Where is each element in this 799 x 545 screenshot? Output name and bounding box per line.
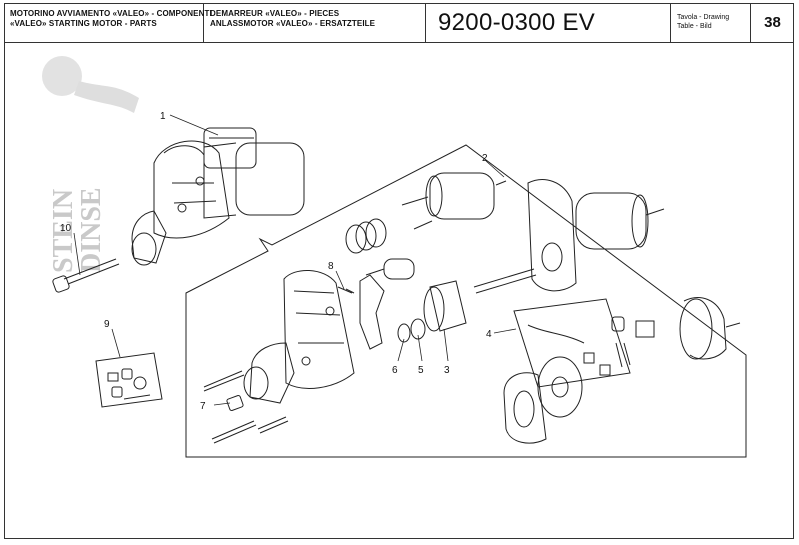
- drawing-code: 9200-0300 EV: [438, 9, 596, 36]
- plunger-springs: [345, 218, 387, 254]
- armature: [473, 268, 537, 294]
- parts-kit: [95, 352, 163, 408]
- brush-holder-kit: [513, 298, 655, 388]
- motor-yoke: [527, 179, 665, 292]
- callout-10: 10: [60, 223, 72, 234]
- drive-end-housing: [243, 269, 355, 404]
- exploded-parts-drawing: STEIN DINSE: [42, 56, 747, 458]
- stamp-watermark: STEIN DINSE: [42, 56, 139, 273]
- assembled-starter-motor: [131, 127, 305, 266]
- title-block: MOTORINO AVVIAMENTO «VALEO» - COMPONENTI…: [4, 3, 794, 43]
- callout-7: 7: [200, 401, 206, 412]
- callout-3: 3: [444, 365, 450, 376]
- page-number-cell: 38: [751, 3, 794, 42]
- shift-fork: [337, 274, 385, 350]
- callout-8: 8: [328, 261, 334, 272]
- leader-lines: [73, 114, 517, 406]
- title-english: «VALEO» STARTING MOTOR - PARTS: [10, 19, 157, 28]
- title-cell-french-german: DEMARREUR «VALEO» - PIECES ANLASSMOTOR «…: [204, 3, 426, 42]
- solenoid-plunger: [365, 258, 415, 280]
- end-cover: [503, 372, 547, 444]
- page-frame: [4, 3, 794, 539]
- drive-end-cap: [679, 297, 741, 360]
- table-label-cell: Tavola - Drawing Table - Bild: [671, 3, 751, 42]
- callout-9: 9: [104, 319, 110, 330]
- callout-4: 4: [486, 329, 492, 340]
- page-number: 38: [764, 14, 781, 31]
- callout-1: 1: [160, 111, 166, 122]
- exploded-view-frame: [185, 144, 747, 458]
- callout-2: 2: [482, 153, 488, 164]
- drawing-code-cell: 9200-0300 EV: [426, 3, 671, 42]
- long-bolt: [52, 258, 120, 293]
- stamp-text-line2: DINSE: [76, 187, 107, 273]
- housing-screws: [203, 370, 289, 444]
- title-cell-italian-english: MOTORINO AVVIAMENTO «VALEO» - COMPONENTI…: [4, 3, 212, 42]
- title-german: ANLASSMOTOR «VALEO» - ERSATZTEILE: [210, 19, 376, 28]
- callout-6: 6: [392, 365, 398, 376]
- stamp-text-line1: STEIN: [48, 189, 79, 273]
- table-label-line1: Tavola - Drawing: [677, 14, 730, 21]
- thrust-collar: [410, 318, 426, 340]
- pinion-drive: [423, 280, 467, 332]
- callout-5: 5: [418, 365, 424, 376]
- title-italian: MOTORINO AVVIAMENTO «VALEO» - COMPONENTI: [10, 9, 212, 18]
- brush-plate: [537, 356, 583, 418]
- solenoid: [401, 172, 507, 230]
- table-label-line2: Table - Bild: [677, 23, 712, 30]
- retaining-ring: [397, 323, 411, 343]
- title-french: DEMARREUR «VALEO» - PIECES: [210, 9, 340, 18]
